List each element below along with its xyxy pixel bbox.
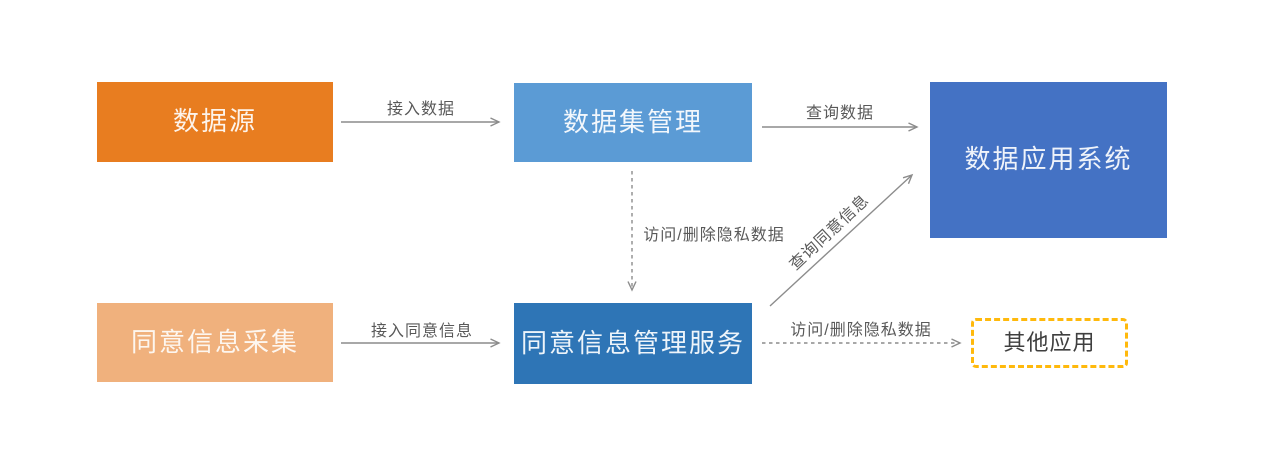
node-other-app: 其他应用 (971, 318, 1128, 368)
edge-access-consent-label: 接入同意信息 (370, 323, 474, 340)
edge-query-data-label: 查询数据 (805, 105, 875, 122)
edge-query-consent-line (769, 173, 914, 307)
node-consent-mgmt: 同意信息管理服务 (514, 303, 752, 384)
node-data-app: 数据应用系统 (930, 82, 1167, 238)
edge-access-data-label: 接入数据 (386, 101, 456, 118)
node-dataset-mgmt: 数据集管理 (514, 83, 752, 162)
edge-access-delete-private-down-label: 访问/删除隐私数据 (643, 227, 785, 244)
node-data-app-label: 数据应用系统 (964, 144, 1133, 175)
node-consent-collect: 同意信息采集 (97, 303, 333, 382)
node-datasource: 数据源 (97, 82, 333, 162)
node-other-app-label: 其他应用 (1003, 329, 1096, 355)
edge-access-delete-private-right-label: 访问/删除隐私数据 (790, 322, 932, 339)
node-consent-collect-label: 同意信息采集 (130, 326, 299, 357)
node-datasource-label: 数据源 (172, 106, 257, 137)
node-dataset-mgmt-label: 数据集管理 (562, 106, 703, 137)
node-consent-mgmt-label: 同意信息管理服务 (520, 327, 745, 358)
